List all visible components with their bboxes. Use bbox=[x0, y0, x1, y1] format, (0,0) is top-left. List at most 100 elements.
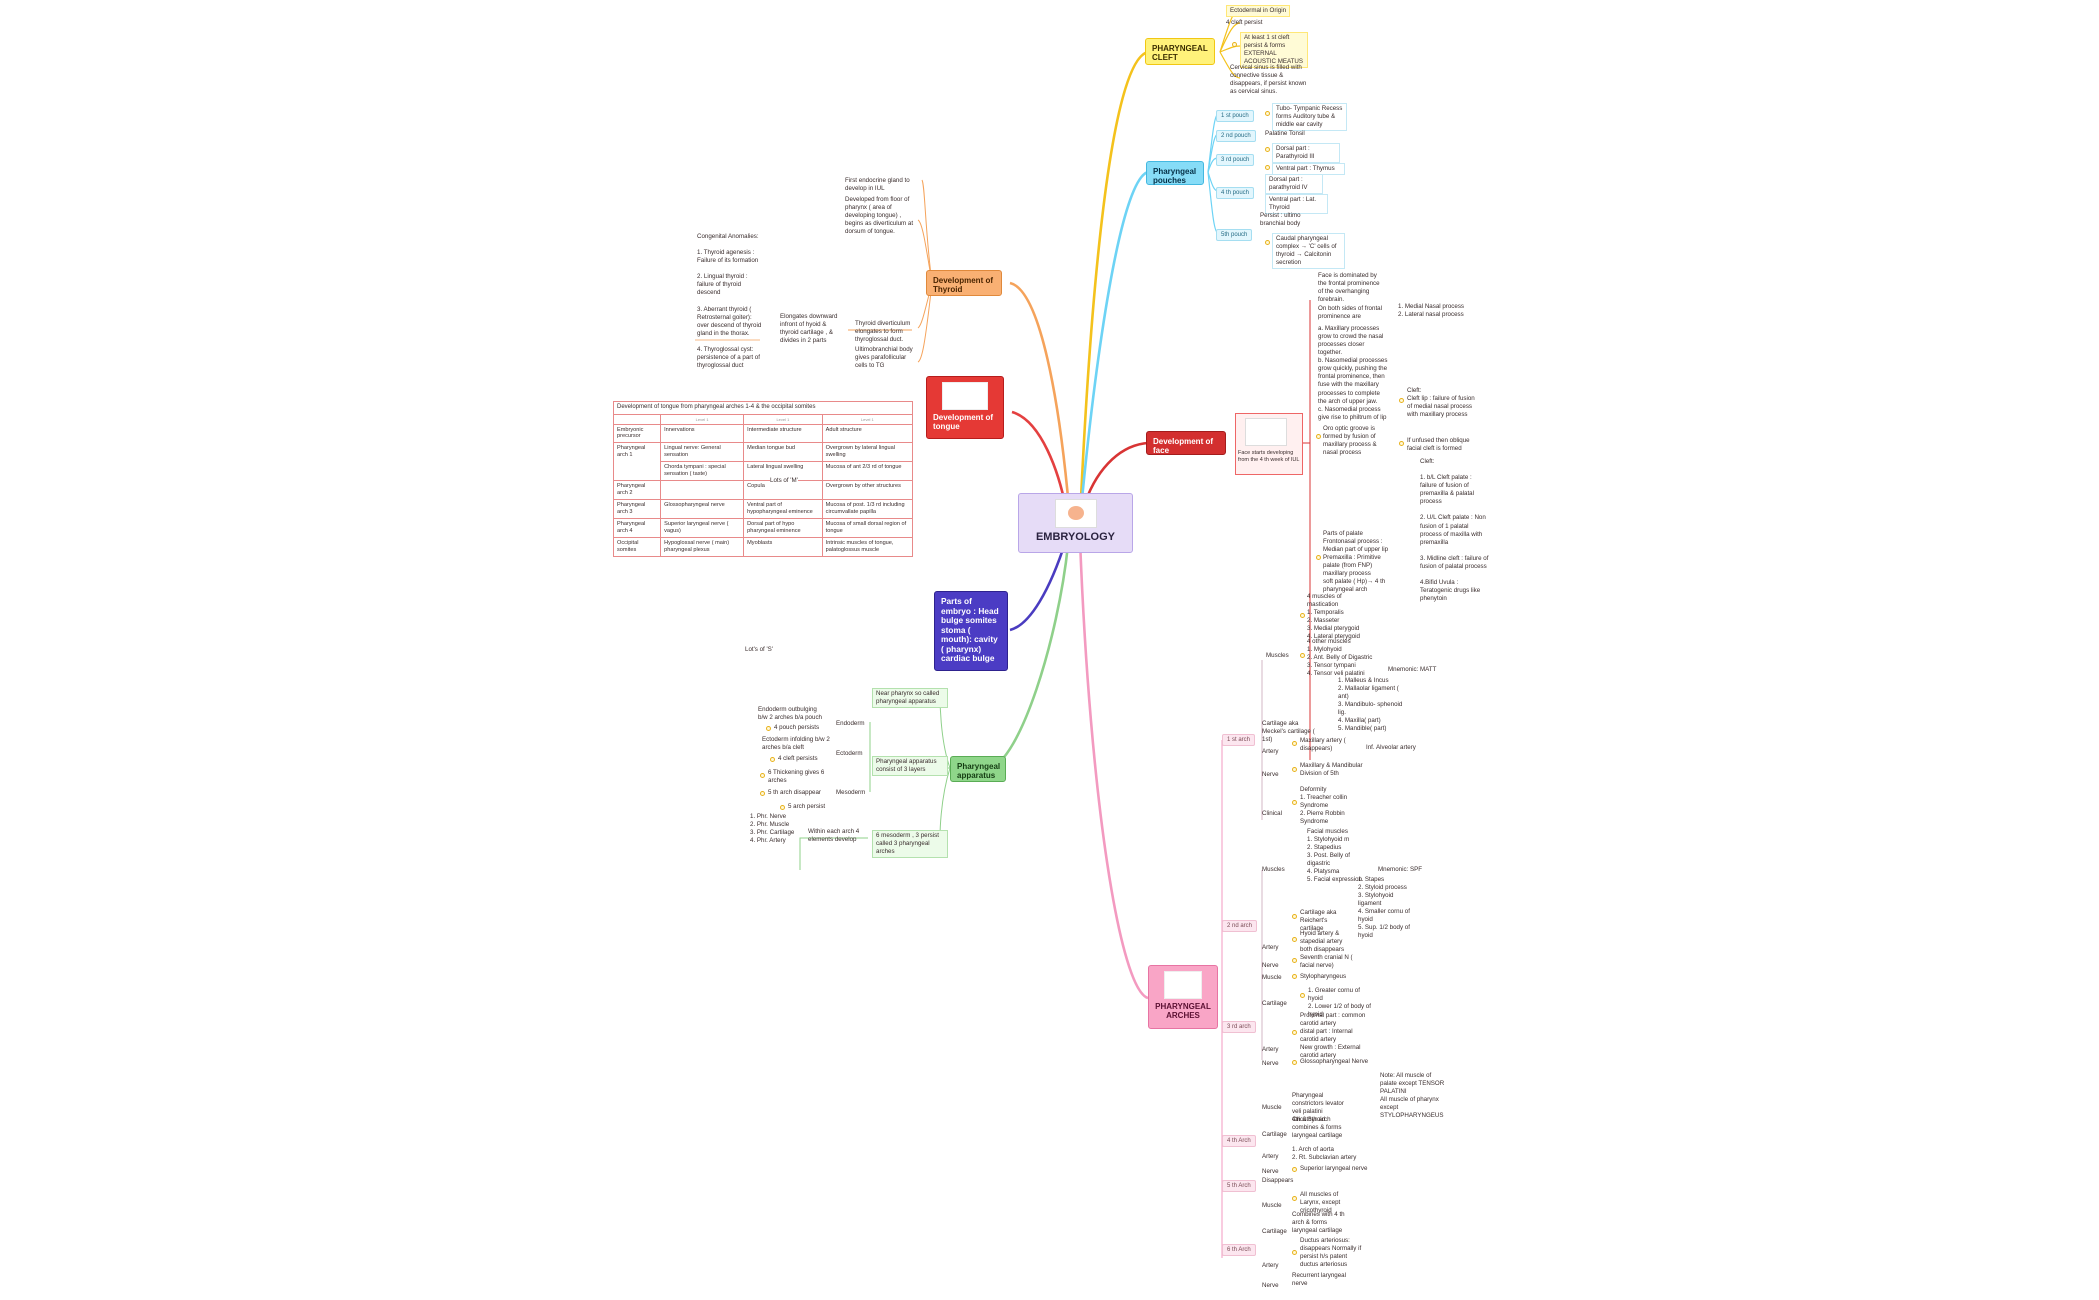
apparatus-endo-2: 4 pouch persists bbox=[774, 724, 820, 731]
table-cell: Overgrown by other structures bbox=[821, 480, 914, 501]
face-caption: Face starts developing from the 4 th wee… bbox=[1238, 450, 1300, 464]
arch-4-label[interactable]: 4 th Arch bbox=[1222, 1135, 1256, 1147]
face-text-3: a. Maxillary processes grow to crowd the… bbox=[1318, 325, 1388, 421]
palate-icon bbox=[1316, 555, 1321, 560]
arch-4-cart: 4th & 6th arch combines & forms laryngea… bbox=[1292, 1116, 1343, 1140]
arch-1-nerve: Maxillary & Mandibular Division of 5th bbox=[1300, 762, 1363, 778]
thyroid-node[interactable]: Development of Thyroid bbox=[926, 270, 1002, 296]
pouch-5-text-b: Caudal pharyngeal complex → 'C' cells of… bbox=[1272, 233, 1345, 270]
pharyngeal-arches-node[interactable]: PHARYNGEAL ARCHES bbox=[1148, 965, 1218, 1029]
thyroid-text-4: Elongates downward infront of hyoid & th… bbox=[780, 313, 838, 345]
pouch-1-text: Tubo- Tympanic Recess forms Auditory tub… bbox=[1272, 103, 1347, 132]
arch-2-label[interactable]: 2 nd arch bbox=[1222, 920, 1258, 932]
tongue-node[interactable]: Development of tongue bbox=[926, 376, 1004, 439]
table-cell: Myoblasts bbox=[743, 537, 823, 558]
table-cell: Mucosa of small dorsal region of tongue bbox=[821, 518, 914, 539]
table-cell: Pharyngeal arch 4 bbox=[612, 518, 662, 539]
pouch-5-label[interactable]: 5th pouch bbox=[1216, 229, 1253, 241]
apparatus-endo-1: Endoderm outbulging b/w 2 arches b/a pou… bbox=[758, 706, 822, 722]
tongue-table-title: Development of tongue from pharyngeal ar… bbox=[613, 401, 913, 415]
arch-1-artery-label: Artery bbox=[1262, 748, 1279, 755]
face-oblique: If unfused then oblique facial cleft is … bbox=[1407, 437, 1470, 453]
apparatus-meso-3: 5 arch persist bbox=[788, 803, 826, 810]
pouch-5-text-a: Persist : ultimo branchial body bbox=[1260, 212, 1301, 228]
arch-4-note: Note: All muscle of palate except TENSOR… bbox=[1380, 1072, 1445, 1120]
face-text-2-list: 1. Medial Nasal process 2. Lateral nasal… bbox=[1398, 303, 1465, 319]
table-cell: Intrinsic muscles of tongue, palatogloss… bbox=[821, 537, 914, 558]
arch-2-artery: Hyoid artery & stapedial artery both dis… bbox=[1300, 930, 1345, 954]
arch-6-label[interactable]: 6 th Arch bbox=[1222, 1244, 1256, 1256]
thyroid-text-2: Developed from floor of pharynx ( area o… bbox=[845, 196, 914, 236]
arch-1-artery: Maxillary artery ( disappears) bbox=[1300, 737, 1346, 753]
arch-1-muscles: 4 muscles of mastication 1. Temporalis 2… bbox=[1307, 593, 1360, 641]
arch-3-cart-icon bbox=[1300, 993, 1305, 998]
face-text-4: Oro optic groove is formed by fusion of … bbox=[1323, 425, 1377, 457]
table-cell: Glossopharyngeal nerve bbox=[660, 499, 745, 520]
pouch-2-label[interactable]: 2 nd pouch bbox=[1216, 130, 1256, 142]
face-text-2: On both sides of frontal prominence are bbox=[1318, 305, 1382, 321]
arch-3-muscle-icon bbox=[1292, 974, 1297, 979]
arch-4-nerve-icon bbox=[1292, 1167, 1297, 1172]
arch-1-clinical-icon bbox=[1292, 800, 1297, 805]
arch-6-cart-label: Cartilage bbox=[1262, 1228, 1287, 1235]
arch-3-cart: 1. Greater cornu of hyoid 2. Lower 1/2 o… bbox=[1308, 987, 1371, 1019]
arch-1-clinical: Deformity 1. Treacher collin Syndrome 2.… bbox=[1300, 786, 1348, 826]
pouch-2-text: Palatine Tonsil bbox=[1265, 130, 1305, 137]
arch-1-muscles-icon bbox=[1300, 613, 1305, 618]
arch-6-muscle-label: Muscle bbox=[1262, 1202, 1282, 1209]
pouch-3a-icon bbox=[1265, 147, 1270, 152]
face-node[interactable]: Development of face bbox=[1146, 431, 1226, 455]
table-cell: Superior laryngeal nerve ( vagus) bbox=[660, 518, 745, 539]
pharyngeal-cleft-node[interactable]: PHARYNGEAL CLEFT bbox=[1145, 38, 1215, 65]
arch-2-nerve: Seventh cranial N ( facial nerve) bbox=[1300, 954, 1353, 970]
arch-1-nerve-icon bbox=[1292, 767, 1297, 772]
arch-2-artery-icon bbox=[1292, 937, 1297, 942]
embryo-node[interactable]: Parts of embryo : Head bulge somites sto… bbox=[934, 591, 1008, 671]
arch-6-artery-icon bbox=[1292, 1250, 1297, 1255]
apparatus-text-1: Near pharynx so called pharyngeal appara… bbox=[872, 688, 948, 709]
face-text-4-icon bbox=[1316, 434, 1321, 439]
arch-2-artery-label: Artery bbox=[1262, 944, 1279, 951]
apparatus-text-2: Pharyngeal apparatus consist of 3 layers bbox=[872, 756, 948, 777]
center-title: EMBRYOLOGY bbox=[1035, 531, 1116, 543]
arch-1-clinical-label: Clinical bbox=[1262, 810, 1282, 817]
apparatus-meso-2: 5 th arch disappear bbox=[768, 789, 821, 796]
face-cleft-palate: Cleft: 1. b/L Cleft palate : failure of … bbox=[1420, 458, 1489, 603]
arch-1-artery-icon bbox=[1292, 741, 1297, 746]
apparatus-text-4: Within each arch 4 elements develop bbox=[808, 828, 860, 844]
ecto-2-icon bbox=[770, 757, 775, 762]
pouch-4-text-b: Ventral part : Lat. Thyroid bbox=[1265, 194, 1328, 215]
arch-5-label[interactable]: 5 th Arch bbox=[1222, 1180, 1256, 1192]
arch-1-nerve-label: Nerve bbox=[1262, 771, 1279, 778]
apparatus-endoderm: Endoderm bbox=[836, 720, 865, 727]
pouch-5b-icon bbox=[1265, 240, 1270, 245]
table-cell: Mucosa of post. 1/3 rd including circumv… bbox=[821, 499, 914, 520]
arch-2-nerve-icon bbox=[1292, 958, 1297, 963]
table-cell: Chorda tympani : special sensation ( tas… bbox=[660, 461, 745, 482]
meso-1-icon bbox=[760, 773, 765, 778]
face-palate: Parts of palate Frontonasal process : Me… bbox=[1323, 530, 1389, 594]
arch-4-artery: 1. Arch of aorta 2. Rt. Subclavian arter… bbox=[1292, 1146, 1357, 1162]
pharyngeal-pouches-node[interactable]: Pharyngeal pouches bbox=[1146, 161, 1204, 185]
tongue-header-adult: Adult structure bbox=[821, 423, 914, 444]
arch-3-cart-label: Cartilage bbox=[1262, 1000, 1287, 1007]
arch-3-label[interactable]: 3 rd arch bbox=[1222, 1021, 1256, 1033]
thyroid-anomalies: Congenital Anomalies: 1. Thyroid agenesi… bbox=[697, 233, 762, 369]
arch-1-label[interactable]: 1 st arch bbox=[1222, 734, 1256, 746]
arch-1-other-icon bbox=[1300, 653, 1305, 658]
arch-3-muscle: Stylopharyngeus bbox=[1300, 973, 1347, 980]
arch-2-muscles: Facial muscles 1. Stylohyoid m 2. Staped… bbox=[1307, 828, 1363, 884]
meso-3-icon bbox=[780, 805, 785, 810]
apparatus-node[interactable]: Pharyngeal apparatus bbox=[950, 756, 1006, 782]
center-node[interactable]: EMBRYOLOGY bbox=[1018, 493, 1133, 553]
arch-1-other: 4 other muscles 1. Mylohyoid 2. Ant. Bel… bbox=[1307, 638, 1373, 678]
pouch-1-label[interactable]: 1 st pouch bbox=[1216, 110, 1254, 122]
tongue-level-3: Level 1 bbox=[821, 413, 914, 425]
pouch-4-label[interactable]: 4 th pouch bbox=[1216, 187, 1255, 199]
table-cell: Occipital somites bbox=[612, 537, 662, 558]
arch-1-cart: 1. Malleus & Incus 2. Mallaolar ligament… bbox=[1338, 677, 1403, 733]
pouch-3-label[interactable]: 3 rd pouch bbox=[1216, 154, 1255, 166]
table-cell: Lingual nerve: General sensation bbox=[660, 442, 745, 463]
cleft-lip-icon bbox=[1399, 398, 1404, 403]
